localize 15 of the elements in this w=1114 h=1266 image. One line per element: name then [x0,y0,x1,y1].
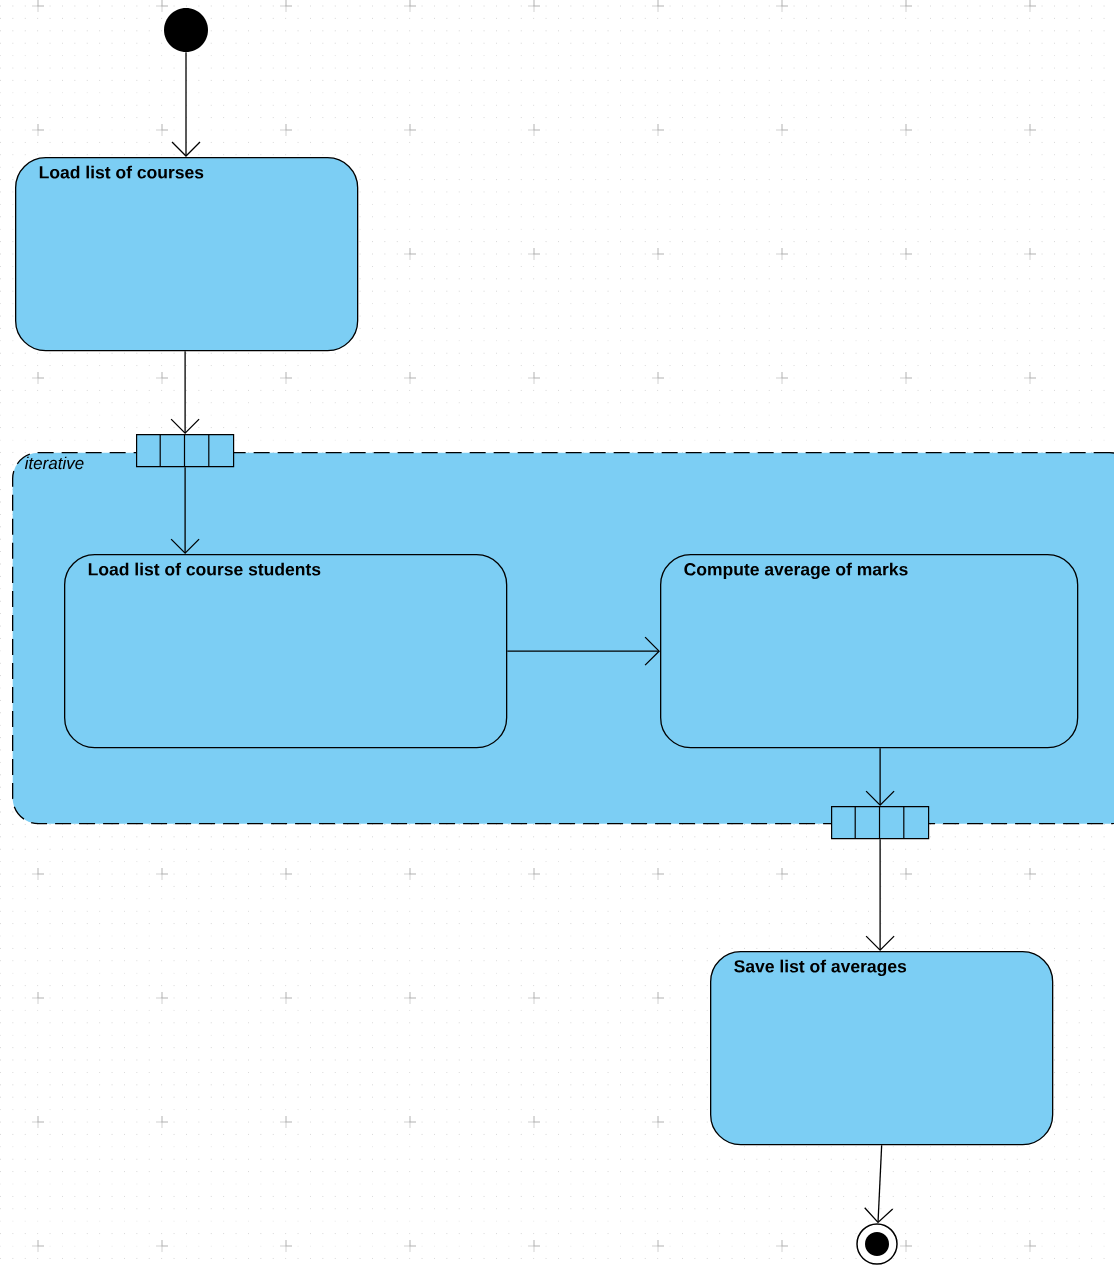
action-box: Compute average of marks [660,554,1079,749]
arrow [171,51,201,157]
arrow [170,466,200,554]
expansion-pin [831,805,930,840]
arrow [170,350,200,434]
arrow [865,838,895,951]
action-box: Save list of averages [710,951,1054,1146]
end-node [856,1223,898,1265]
arrow [865,747,895,806]
arrow [864,1144,894,1224]
arrow [506,636,660,666]
action-box: Load list of courses [15,157,359,352]
expansion-pin [136,433,235,468]
start-dot [164,8,208,52]
action-box: Load list of course students [64,554,508,749]
